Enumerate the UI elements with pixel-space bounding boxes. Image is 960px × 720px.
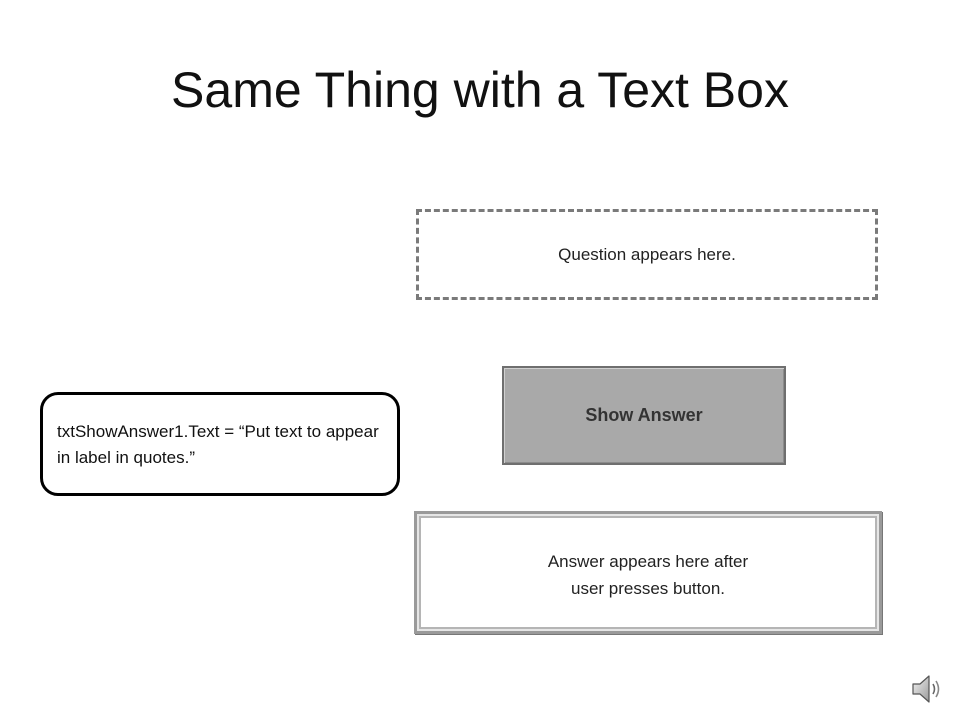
show-answer-button[interactable]: Show Answer: [502, 366, 786, 465]
answer-text-line-2: user presses button.: [570, 578, 726, 598]
question-text: Question appears here.: [558, 244, 736, 264]
show-answer-button-label: Show Answer: [585, 405, 703, 425]
slide-title: Same Thing with a Text Box: [171, 62, 789, 118]
answer-text-line-1: Answer appears here after: [547, 551, 749, 571]
code-callout: txtShowAnswer1.Text = “Put text to appea…: [40, 392, 400, 496]
code-callout-text: txtShowAnswer1.Text = “Put text to appea…: [57, 422, 379, 467]
answer-textbox[interactable]: Answer appears here after user presses b…: [414, 511, 882, 634]
speaker-icon[interactable]: [910, 672, 944, 706]
question-label: Question appears here.: [416, 209, 878, 300]
